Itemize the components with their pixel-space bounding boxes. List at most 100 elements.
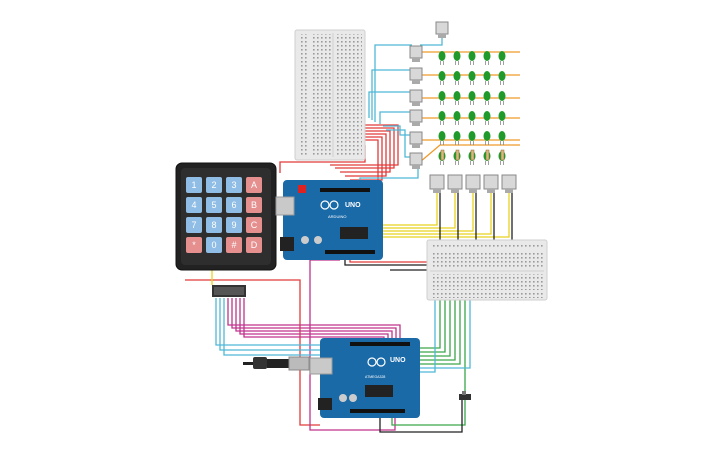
arduino-uno-top[interactable]: UNO ARDUINO [275,180,383,260]
board-model: UNO [345,202,361,209]
wire-red [330,124,399,166]
keypad-header [212,285,246,297]
keypad-key[interactable] [226,237,242,253]
wire-cyan [415,300,436,373]
wire-red [345,133,387,177]
keypad-key-label: 5 [211,200,216,210]
keypad-key-label: C [251,220,258,230]
keypad-key-label: 1 [191,180,196,190]
wire-magenta [227,298,401,340]
resistor [455,149,460,161]
keypad-key-label: * [192,240,196,250]
keypad-key[interactable] [186,237,202,253]
wire-cyan [219,298,330,351]
led [438,51,446,65]
led [438,131,446,145]
breadboard-top[interactable] [294,29,366,161]
keypad-key[interactable] [226,177,242,193]
keypad-key-label: 9 [231,220,236,230]
wire-red [335,127,395,169]
keypad-key-label: 8 [211,220,216,230]
resistor [440,149,445,161]
led [468,111,476,125]
led [483,91,491,105]
wire-cyan [223,298,330,356]
keypad-key[interactable] [186,217,202,233]
transistor [483,174,499,193]
wire-green [415,300,451,357]
transistor-row [429,174,517,193]
transistor [409,67,423,84]
wire-cyan [415,300,471,369]
wire-magenta [235,298,393,340]
wire-cyan [368,91,412,118]
led [468,51,476,65]
led [498,71,506,85]
transistor [409,131,423,148]
keypad-key[interactable] [206,177,222,193]
led [498,111,506,125]
resistor [485,149,490,161]
led [453,51,461,65]
transistor [409,109,423,126]
keypad-key-label: 2 [211,180,216,190]
wire-magenta [239,298,389,340]
led [498,91,506,105]
keypad-key[interactable] [226,217,242,233]
arduino-uno-bottom[interactable]: UNO ATMEGA328 [309,338,420,418]
keypad-key[interactable] [206,217,222,233]
keypad-key-label: 0 [211,240,216,250]
led [453,91,461,105]
transistor [465,174,481,193]
keypad-key-label: 3 [231,180,236,190]
led [483,51,491,65]
keypad-key[interactable] [246,237,262,253]
chip-label: ATMEGA328 [365,375,385,379]
wire-green [415,300,441,349]
keypad-key[interactable] [246,217,262,233]
keypad-key[interactable] [226,197,242,213]
keypad-key[interactable] [186,177,202,193]
keypad-key-label: A [251,180,257,190]
wire-cyan [374,44,412,122]
keypad-key[interactable] [186,197,202,213]
led [483,131,491,145]
wire-cyan [371,69,412,120]
resistor [470,149,475,161]
keypad-key[interactable] [206,237,222,253]
led [468,71,476,85]
wire-orange [419,144,520,163]
wire-cyan [379,111,412,124]
transistor [429,174,445,193]
resistors [440,149,505,161]
wire-cyan [386,129,412,158]
keypad-key[interactable] [206,197,222,213]
wire-yellow [374,192,510,245]
led [468,91,476,105]
led [453,111,461,125]
keypad-key-label: B [251,200,257,210]
keypad-key-label: # [231,240,236,250]
led [438,111,446,125]
keypad-key-label: 6 [231,200,236,210]
keypad-key[interactable] [246,197,262,213]
led-matrix [438,51,506,165]
switch[interactable] [459,391,471,400]
led [498,51,506,65]
wire-green [391,300,466,426]
keypad-key-label: D [251,240,258,250]
breadboard-right[interactable] [426,239,548,301]
transistor [501,174,517,193]
wire-green [415,300,461,365]
led [483,111,491,125]
transistor [435,21,449,38]
led [453,131,461,145]
wire-cyan [215,298,330,346]
keypad-key[interactable] [246,177,262,193]
led [483,71,491,85]
led [438,91,446,105]
board-brand: ARDUINO [328,214,346,219]
wire-black [379,400,463,433]
